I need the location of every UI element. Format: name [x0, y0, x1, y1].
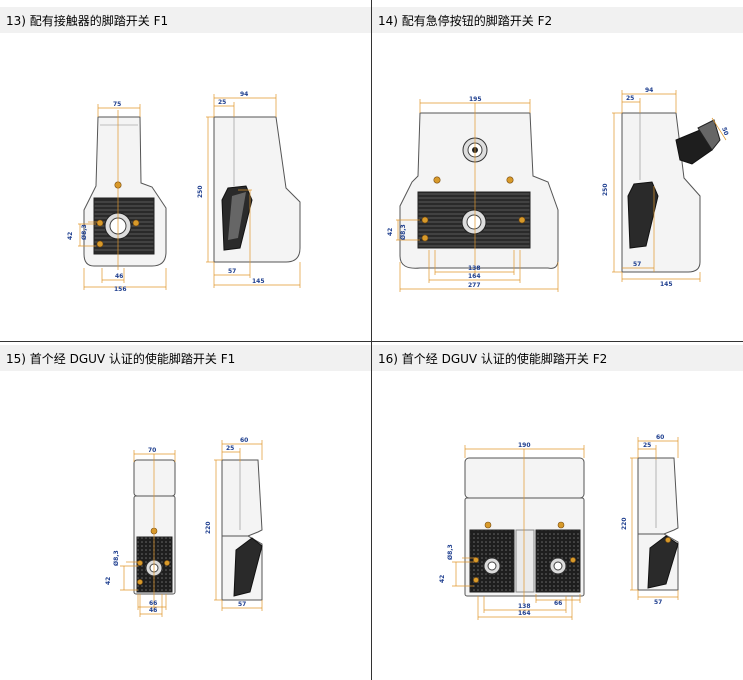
screw-icon: [473, 557, 479, 563]
p13-front-view: 75 42 Ø8,3 46 156: [67, 101, 167, 293]
dim-75: 75: [113, 101, 121, 108]
dim-42: 42: [105, 577, 112, 585]
dim-46: 46: [149, 607, 157, 614]
screw-icon: [137, 560, 143, 566]
panel-15-drawing: 70 Ø8,3 42 66 46 60 25 220: [105, 437, 263, 617]
screw-icon: [570, 557, 576, 563]
panel-14-title: 14) 配有急停按钮的脚踏开关 F2: [372, 7, 743, 33]
screw-icon: [132, 219, 140, 227]
panel-15-title: 15) 首个经 DGUV 认证的使能脚踏开关 F1: [0, 345, 371, 371]
p14-side-view: 94 25 50 250 57 145: [602, 87, 730, 288]
dim-164: 164: [518, 610, 531, 617]
dim-250: 250: [602, 183, 609, 196]
p13-side-view: 94 25 250 57 145: [197, 91, 301, 288]
dim-138: 138: [518, 603, 531, 610]
horizontal-divider: [0, 341, 743, 342]
dim-dia-8-3: Ø8,3: [447, 544, 454, 560]
dim-25: 25: [218, 99, 226, 106]
panel-13-drawing: 75 42 Ø8,3 46 156 9: [67, 91, 301, 293]
dim-57: 57: [238, 601, 246, 608]
screw-icon: [518, 216, 526, 224]
screw-icon: [557, 521, 565, 529]
dim-50: 50: [720, 126, 729, 136]
screw-icon: [433, 176, 441, 184]
p15-side-view: 60 25 220 57: [205, 437, 263, 611]
vertical-divider: [371, 0, 372, 680]
dim-57: 57: [633, 261, 641, 268]
dim-138: 138: [468, 265, 481, 272]
panel-16-title: 16) 首个经 DGUV 认证的使能脚踏开关 F2: [372, 345, 743, 371]
dim-164: 164: [468, 273, 481, 280]
p16-side-view: 60 25 220 57: [621, 434, 679, 606]
dim-66: 66: [149, 600, 157, 607]
screw-icon: [421, 234, 429, 242]
dim-42: 42: [67, 232, 74, 240]
p16-front-view: 190 Ø8,3 42 66 138 164: [439, 442, 585, 620]
dim-156: 156: [114, 286, 127, 293]
dim-60: 60: [240, 437, 248, 444]
screw-icon: [137, 579, 143, 585]
dim-145: 145: [660, 281, 673, 288]
dim-250: 250: [197, 185, 204, 198]
dim-25: 25: [626, 95, 634, 102]
screw-icon: [484, 521, 492, 529]
dim-66: 66: [554, 600, 562, 607]
dim-220: 220: [205, 521, 212, 534]
dim-25: 25: [226, 445, 234, 452]
screw-icon: [164, 560, 170, 566]
dim-46: 46: [115, 273, 123, 280]
dim-dia-8-3: Ø8,3: [400, 224, 407, 240]
dim-277: 277: [468, 282, 481, 289]
dim-57: 57: [228, 268, 236, 275]
p14-front-view: 195 42 Ø8,3 138 164 277: [387, 96, 559, 292]
screw-icon: [506, 176, 514, 184]
panel-14-drawing: 195 42 Ø8,3 138 164 277: [387, 87, 730, 292]
dim-25: 25: [643, 442, 651, 449]
p15-front-view: 70 Ø8,3 42 66 46: [105, 447, 176, 617]
dim-dia-8-3: Ø8,3: [81, 224, 88, 240]
dim-42: 42: [387, 228, 394, 236]
screw-icon: [665, 537, 671, 543]
dim-190: 190: [518, 442, 531, 449]
dim-70: 70: [148, 447, 156, 454]
dim-195: 195: [469, 96, 482, 103]
dim-220: 220: [621, 517, 628, 530]
dim-57: 57: [654, 599, 662, 606]
dim-60: 60: [656, 434, 664, 441]
dim-94: 94: [240, 91, 248, 98]
dim-145: 145: [252, 278, 265, 285]
dim-94: 94: [645, 87, 653, 94]
screw-icon: [473, 577, 479, 583]
dim-dia-8-3: Ø8,3: [113, 550, 120, 566]
screw-icon: [96, 240, 104, 248]
screw-icon: [96, 219, 104, 227]
screw-icon: [421, 216, 429, 224]
dim-42: 42: [439, 575, 446, 583]
panel-16-drawing: 190 Ø8,3 42 66 138 164 60: [439, 434, 679, 620]
panel-13-title: 13) 配有接触器的脚踏开关 F1: [0, 7, 371, 33]
